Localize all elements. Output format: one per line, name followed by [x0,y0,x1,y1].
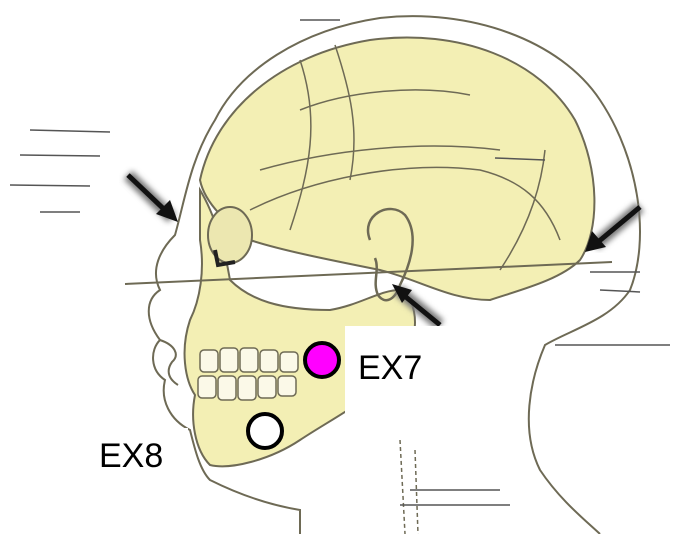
ex8-point-marker [248,414,282,448]
ex8-label-box: EX8 [92,428,188,484]
ex8-label: EX8 [99,439,163,473]
neck-lines [400,440,418,534]
ex7-label-box: EX7 [345,326,457,438]
ex7-point-marker [305,343,339,377]
arrow-left [128,175,178,222]
ex7-label: EX7 [358,351,422,385]
